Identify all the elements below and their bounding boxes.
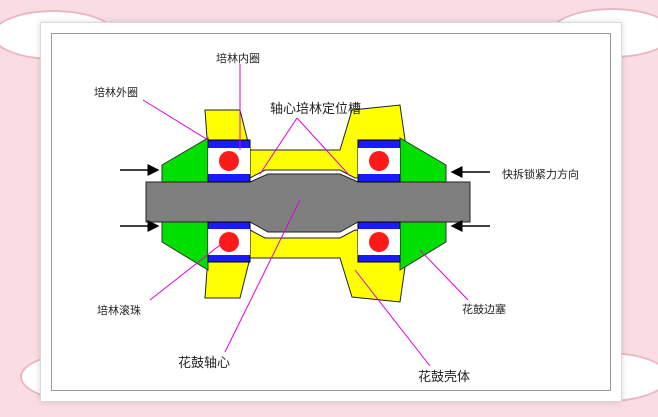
leader-end-cap: [419, 249, 469, 301]
label-hub-axle: 花鼓轴心: [178, 356, 231, 371]
leader-axle: [224, 199, 301, 353]
leader-shell: [354, 269, 431, 367]
bearing-ball: [369, 151, 389, 171]
bearing-top-right: [357, 139, 401, 183]
leader-groove-right: [296, 117, 351, 177]
diagram-border: [51, 33, 611, 391]
leader-outer-ring: [142, 99, 209, 141]
label-axle-bearing-groove: 轴心培林定位槽: [270, 102, 362, 117]
bearing-bottom-right: [357, 221, 401, 263]
leader-groove-left: [259, 117, 298, 175]
bearing-ball: [369, 232, 389, 252]
bearing-top-left: [207, 139, 251, 183]
bearing-ball: [219, 151, 239, 171]
label-hub-shell: 花鼓壳体: [418, 370, 471, 385]
label-bearing-inner-ring: 培林内圈: [216, 52, 260, 65]
label-hub-end-cap: 花鼓边塞: [462, 303, 506, 316]
leader-balls: [149, 244, 221, 301]
label-bearing-balls: 培林滚珠: [97, 304, 141, 317]
bearing-ball: [219, 232, 239, 252]
label-quick-release-direction: 快拆锁紧力方向: [502, 168, 579, 181]
bearing-bottom-left: [207, 221, 251, 263]
label-bearing-outer-ring: 培林外圈: [94, 86, 138, 99]
